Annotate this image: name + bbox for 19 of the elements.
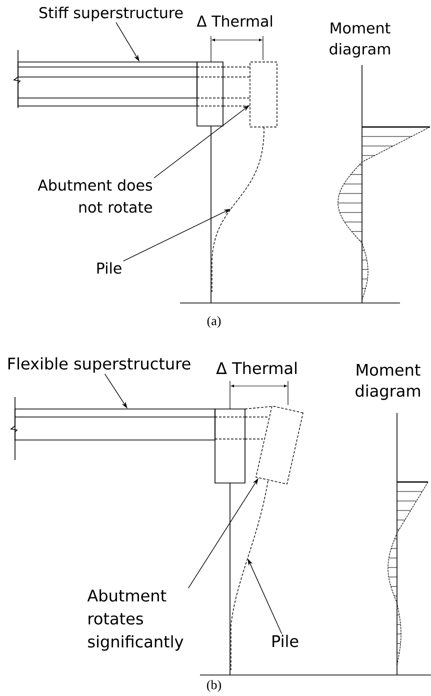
deflected-pile [230, 480, 268, 670]
dimension-label: Δ Thermal [216, 362, 296, 374]
callout-label: Abutment does not rotate [38, 179, 152, 213]
abutment-box [214, 408, 246, 484]
panel-label: (b) [207, 680, 222, 692]
deflected-pile [212, 126, 264, 292]
callout-label: Pile [97, 262, 122, 274]
callout-label: Flexible superstructure [8, 357, 190, 373]
diagram-label: Moment diagram [356, 364, 420, 400]
bridge-deck [13, 50, 198, 108]
panel-label: (a) [207, 316, 221, 328]
bridge-deck [10, 396, 216, 460]
callout-label: Abutment rotates significantly [87, 589, 184, 651]
dimension-label: Δ Thermal [196, 15, 272, 27]
displaced-abutment [222, 62, 278, 128]
abutment-box [196, 62, 224, 126]
diagram-label: Moment diagram [330, 22, 390, 58]
callout-label: Pile [272, 634, 298, 648]
callout-label: Stiff superstructure [40, 6, 183, 22]
